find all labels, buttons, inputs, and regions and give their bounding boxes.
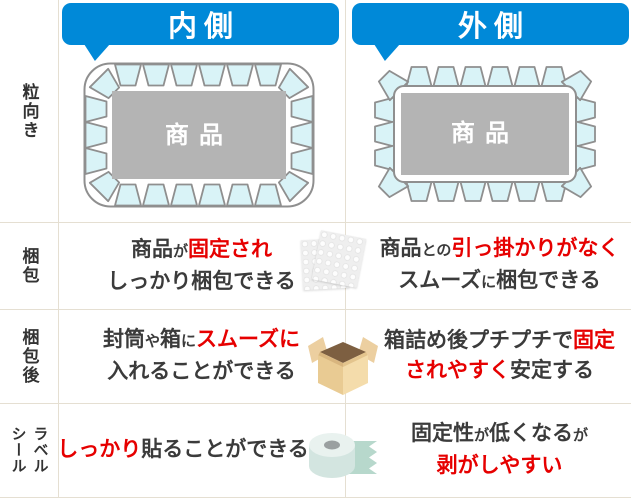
seal-inner-text: しっかり貼ることができる — [57, 403, 309, 497]
product-label: 商品 — [165, 121, 233, 149]
text-segment: 箱詰め後プチプチで — [384, 329, 573, 352]
side-label-packing: 梱包 — [19, 246, 39, 285]
bubble-wrap-sheet-front — [311, 230, 367, 288]
side-label-label: ラベル — [31, 426, 49, 474]
product-label: 商品 — [451, 119, 519, 147]
divider-row2 — [0, 309, 631, 310]
text-segment: が — [573, 427, 589, 444]
bubble-diagram-outer: 商品 — [374, 66, 596, 202]
text-segment: に — [181, 333, 197, 350]
divider-bottom — [0, 497, 631, 498]
divider-row1 — [0, 222, 631, 223]
side-label-seal-label: シール ラベル — [0, 403, 58, 497]
packing-outer-text: 商品との引っ掛かりがなく スムーズに梱包できる — [368, 222, 631, 309]
divider-label-column — [58, 0, 59, 497]
text-segment: しっかり梱包できる — [107, 269, 296, 293]
text-segment: 固定 — [573, 329, 615, 352]
box-interior — [320, 342, 366, 363]
text-segment: 低くなる — [489, 422, 573, 445]
text-segment: スムーズ — [398, 268, 482, 292]
text-segment: されやすく — [405, 359, 510, 382]
text-segment: 貼ることができる — [141, 438, 309, 461]
side-label-seal: シール — [9, 426, 27, 474]
side-label-after-packing: 梱包後 — [19, 327, 39, 385]
text-segment: 封筒 — [103, 328, 145, 351]
header-inner-banner: 内側 — [62, 3, 339, 45]
tape-roll-icon — [309, 433, 377, 478]
text-segment: との — [421, 241, 452, 259]
header-inner-pointer — [84, 44, 110, 61]
box-right-face — [343, 355, 368, 395]
header-outer-banner: 外側 — [352, 3, 629, 45]
text-segment: 固定性 — [410, 422, 474, 445]
text-segment: や — [145, 333, 161, 350]
text-segment: 剥がしやすい — [436, 454, 563, 477]
divider-row3 — [0, 403, 631, 404]
packing-inner-text: 商品が固定され しっかり梱包できる — [58, 222, 345, 309]
text-segment: が — [473, 427, 489, 444]
text-segment: 梱包できる — [496, 268, 601, 292]
box-left-face — [318, 355, 343, 395]
side-label-grain-direction: 粒向き — [19, 82, 39, 140]
text-segment: 安定する — [510, 359, 594, 382]
text-segment: しっかり — [57, 438, 142, 461]
text-segment: に — [481, 273, 497, 291]
after-outer-text: 箱詰め後プチプチで固定 されやすく安定する — [368, 309, 631, 403]
bubble-wrap-sheets-icon — [300, 230, 367, 309]
bubble-diagram-inner: 商品 — [83, 62, 315, 208]
tape-hole — [324, 440, 340, 450]
text-segment: 箱 — [160, 328, 182, 351]
text-segment: スムーズに — [196, 328, 300, 351]
cardboard-box-icon — [308, 337, 378, 395]
seal-outer-text: 固定性が低くなるが 剥がしやすい — [368, 403, 631, 497]
text-segment: 入れることができる — [107, 360, 296, 383]
text-segment: 引っ掛かりがなく — [451, 236, 620, 260]
text-segment: が — [172, 242, 188, 260]
text-segment: 固定され — [188, 237, 272, 261]
header-outer-pointer — [374, 44, 400, 61]
text-segment: 商品 — [130, 237, 173, 261]
after-inner-text: 封筒や箱にスムーズに 入れることができる — [58, 309, 345, 403]
text-segment: 商品 — [379, 236, 422, 260]
